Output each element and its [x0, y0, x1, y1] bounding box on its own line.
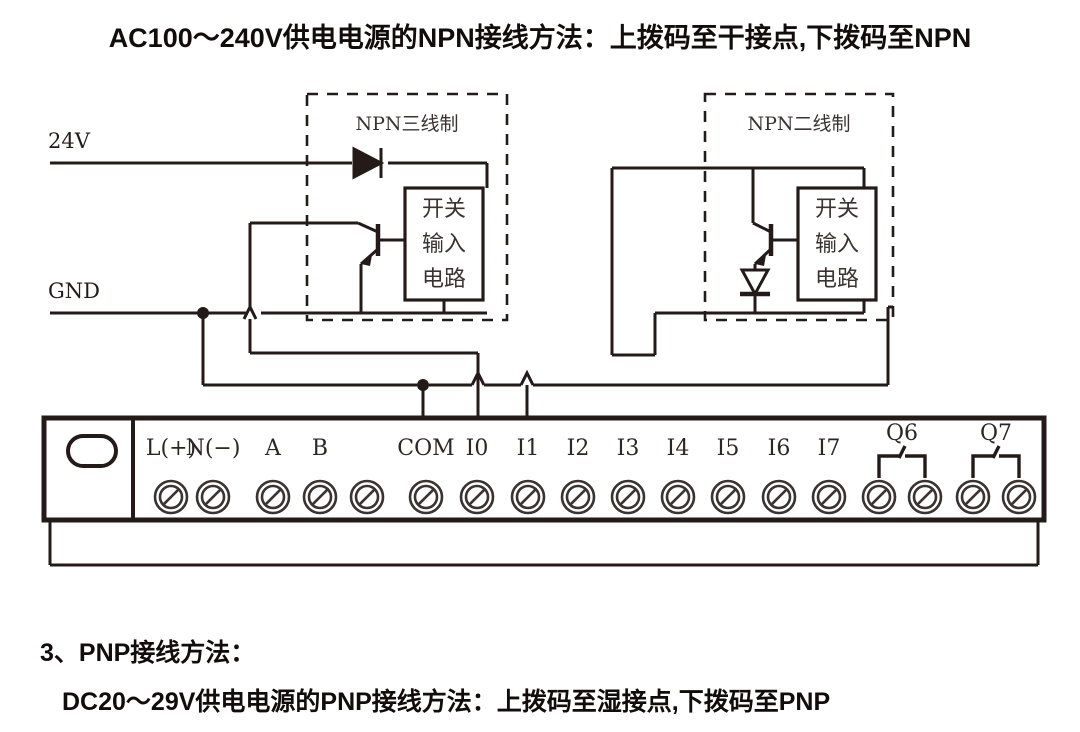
terminal-a[interactable]: A — [255, 436, 291, 515]
rail-gnd: GND — [48, 279, 487, 319]
transistor-emitter-lead-left — [360, 247, 379, 266]
transistor-collector-lead-left — [357, 221, 379, 234]
npn-three-wire-block: NPN三线制 — [305, 92, 509, 322]
switch-input-box-right-line3: 电路 — [815, 267, 859, 292]
npn-two-wire-dashed-border — [703, 92, 895, 322]
switch-input-box-left-line3: 电路 — [422, 267, 466, 292]
rail-24v: 24V — [48, 129, 489, 188]
terminal-label: I4 — [667, 436, 690, 461]
screw-slot — [467, 487, 487, 507]
terminal-unlabeled-15[interactable] — [907, 479, 943, 515]
relay-symbols-layer: Q6 Q7 — [877, 421, 1021, 478]
screw-slot — [718, 487, 738, 507]
terminal-label: I7 — [818, 436, 841, 461]
switch-input-box-left — [403, 186, 485, 302]
terminal-label: N(−) — [186, 436, 241, 461]
screw-slot — [769, 487, 789, 507]
terminal-label: I2 — [567, 436, 590, 461]
transistor-emitter-arrow-left — [361, 255, 372, 266]
terminal-label: I6 — [768, 436, 791, 461]
rail-gnd-label: GND — [48, 279, 100, 303]
screw-slot — [416, 487, 436, 507]
terminal-i0[interactable]: I0 — [459, 436, 495, 515]
relay-contact-legs — [877, 454, 927, 478]
terminal-n[interactable]: N(−) — [186, 436, 241, 515]
diode-vertical-icon — [739, 264, 771, 313]
terminal-label: L(+) — [146, 436, 196, 461]
terminal-i3[interactable]: I3 — [610, 436, 646, 515]
relay-output-label: Q6 — [886, 421, 918, 446]
relay-contact-legs — [971, 454, 1021, 478]
relay-output-label: Q7 — [980, 421, 1012, 446]
relay-contact-blade — [897, 445, 907, 459]
screw-slot — [568, 487, 588, 507]
wire-crossing-hop-1 — [242, 303, 258, 320]
terminal-label: I1 — [517, 436, 540, 461]
screw-slot — [161, 487, 181, 507]
terminal-i5[interactable]: I5 — [710, 436, 746, 515]
switch-input-box-left-line2: 输入 — [422, 232, 466, 257]
terminal-unlabeled-14[interactable] — [861, 479, 897, 515]
terminal-i4[interactable]: I4 — [660, 436, 696, 515]
terminal-label: COM — [397, 436, 454, 461]
switch-input-box-right-line2: 输入 — [815, 232, 859, 257]
switch-input-box-right-line1: 开关 — [815, 197, 859, 222]
terminal-i7[interactable]: I7 — [811, 436, 847, 515]
terminal-label: I3 — [617, 436, 640, 461]
screw-slot — [869, 487, 889, 507]
npn-two-wire-block: NPN二线制 — [703, 92, 895, 322]
terminal-label: B — [312, 436, 328, 461]
wire-crossing-hop-3 — [519, 369, 535, 386]
npn-three-wire-title: NPN三线制 — [355, 113, 458, 135]
terminal-i1[interactable]: I1 — [510, 436, 546, 515]
relay-contact-q7: Q7 — [971, 421, 1021, 478]
page-title: AC100～240V供电电源的NPN接线方法：上拨码至干接点,下拨码至NPN — [108, 23, 972, 53]
screw-slot — [963, 487, 983, 507]
screw-slot — [263, 487, 283, 507]
screw-slot — [668, 487, 688, 507]
screw-slot — [618, 487, 638, 507]
relay-contact-blade — [991, 445, 1001, 459]
terminal-label: I5 — [717, 436, 740, 461]
screw-slot — [518, 487, 538, 507]
section-heading: 3、PNP接线方法： — [40, 639, 256, 667]
npn-three-wire-internals: 开关 输入 电路 — [242, 186, 485, 385]
npn-three-wire-dashed-border — [305, 92, 509, 322]
terminal-i6[interactable]: I6 — [761, 436, 797, 515]
screw-slot — [1009, 487, 1029, 507]
transistor-emitter-lead-right — [753, 247, 773, 266]
terminal-label: I0 — [466, 436, 489, 461]
terminal-unlabeled-17[interactable] — [1001, 479, 1037, 515]
terminal-l[interactable]: L(+) — [146, 436, 196, 515]
terminals-layer: L(+)N(−) A B COM I0 I1 I2 I3 I4 I5 I6 I7 — [146, 436, 1037, 515]
device-indicator-slot — [66, 434, 118, 468]
screw-slot — [915, 487, 935, 507]
terminal-com[interactable]: COM — [397, 436, 455, 515]
switch-input-box-right — [796, 186, 878, 302]
switch-input-box-left-line1: 开关 — [422, 197, 466, 222]
transistor-emitter-arrow-right — [755, 255, 766, 266]
terminal-unlabeled-4[interactable] — [349, 479, 385, 515]
rail-24v-label: 24V — [48, 129, 91, 153]
terminal-b[interactable]: B — [302, 436, 338, 515]
section-detail-text: DC20～29V供电电源的PNP接线方法：上拨码至湿接点,下拨码至PNP — [62, 688, 831, 716]
transistor-collector-lead-right — [752, 221, 772, 234]
wire-crossing-hop-2 — [470, 369, 486, 386]
terminal-unlabeled-16[interactable] — [955, 479, 991, 515]
screw-slot — [310, 487, 330, 507]
npn-two-wire-title: NPN二线制 — [747, 113, 850, 135]
screw-slot — [357, 487, 377, 507]
device-lower-shell — [48, 520, 1040, 567]
gnd-to-com-routing — [201, 305, 893, 422]
screw-slot — [203, 487, 223, 507]
terminal-i2[interactable]: I2 — [560, 436, 596, 515]
relay-contact-q6: Q6 — [877, 421, 927, 478]
screw-slot — [819, 487, 839, 507]
terminal-label: A — [264, 436, 282, 461]
npn-two-wire-internals: 开关 输入 电路 — [610, 166, 878, 357]
diode-horizontal-icon — [352, 146, 385, 180]
